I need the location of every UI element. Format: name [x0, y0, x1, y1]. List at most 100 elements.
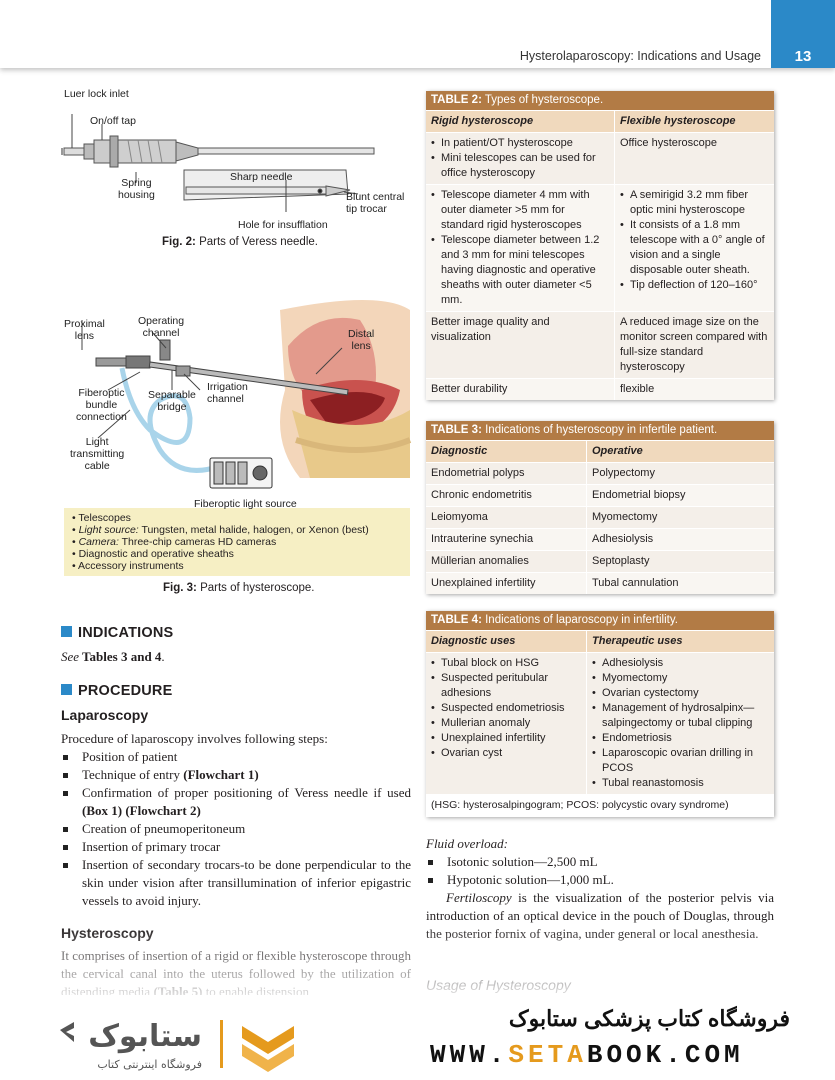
label-spring-housing: Spring housing	[118, 177, 155, 201]
table-3-title: TABLE 3: Indications of hysteroscopy in …	[426, 421, 774, 440]
table-cell: Leiomyoma	[431, 511, 488, 523]
table-cell: Myomectomy	[586, 507, 774, 528]
section-marker	[61, 684, 72, 695]
table-header-row: Diagnostic uses Therapeutic uses	[426, 630, 774, 652]
page-header-bar	[0, 0, 835, 68]
table-cell: Telescope diameter 4 mm with outer diame…	[426, 185, 614, 311]
table-cell-bullet: Adhesiolysis	[592, 656, 769, 671]
table-header-cell: Diagnostic	[431, 445, 488, 457]
table-header-row: Diagnostic Operative	[426, 440, 774, 462]
table-row: Intrauterine synechia Adhesiolysis	[426, 528, 774, 550]
fig3-list-item: • Telescopes	[72, 512, 131, 524]
table-row: Leiomyoma Myomectomy	[426, 506, 774, 528]
table-cell: Müllerian anomalies	[431, 555, 529, 567]
table-4-footnote: (HSG: hysterosalpingogram; PCOS: polycys…	[426, 794, 774, 817]
table-cell-bullet: Suspected endometriosis	[431, 701, 581, 716]
advert-persian-text: فروشگاه کتاب پزشکی ستابوک	[508, 1006, 790, 1031]
table-row: In patient/OT hysteroscope Mini telescop…	[426, 132, 774, 184]
table-cell: Polypectomy	[586, 463, 774, 484]
table-cell-bullet: A semirigid 3.2 mm fiber optic mini hyst…	[620, 188, 769, 218]
figure-veress-needle: Luer lock inlet On/off tap Spring housin…	[58, 84, 418, 234]
label-hole-for-insufflation: Hole for insufflation	[238, 219, 328, 231]
procedure-heading: PROCEDURE	[61, 683, 172, 699]
label-luer-lock-inlet: Luer lock inlet	[64, 88, 129, 100]
table-cell: Chronic endometritis	[431, 489, 532, 501]
table-cell: Intrauterine synechia	[431, 533, 534, 545]
table-cell: Office hysteroscope	[614, 133, 774, 184]
hysteroscope-drawing	[64, 300, 412, 576]
table-cell-bullet: Laparoscopic ovarian drilling in PCOS	[592, 746, 769, 776]
list-item: Isotonic solution—2,500 mL	[426, 853, 774, 871]
table-cell-bullet: Unexplained infertility	[431, 731, 581, 746]
table-3-hysteroscopy-indications: TABLE 3: Indications of hysteroscopy in …	[426, 421, 774, 594]
setabook-logo: ستابوک فروشگاه اینترنتی کتاب	[52, 1012, 352, 1077]
hysteroscopy-heading: Hysteroscopy	[61, 925, 154, 941]
table-cell-bullet: Tubal reanastomosis	[592, 776, 769, 791]
fertiloscopy-paragraph: Fertiloscopy is the visualization of the…	[426, 890, 774, 941]
table-cell: Tubal block on HSG Suspected peritubular…	[426, 653, 586, 794]
table-header-row: Rigid hysteroscope Flexible hysteroscope	[426, 110, 774, 132]
table-cell-bullet: Tubal block on HSG	[431, 656, 581, 671]
table-cell-bullet: Tip deflection of 120–160°	[620, 278, 769, 293]
table-cell: Better image quality and visualization	[431, 316, 550, 343]
table-cell: Endometrial polyps	[431, 467, 525, 479]
fig2-caption: Fig. 2: Parts of Veress needle.	[162, 236, 318, 248]
label-blunt-tip-trocar: Blunt central tip trocar	[346, 191, 405, 215]
advert-banner	[0, 995, 835, 1080]
fig3-list-item: • Accessory instruments	[72, 560, 184, 572]
table-header-cell: Therapeutic uses	[586, 631, 774, 652]
page-number: 13	[771, 0, 835, 68]
table-cell-bullet: Management of hydrosalpinx—salpingectomy…	[592, 701, 769, 731]
fig3-equipment-list: • Telescopes • Light source: Tungsten, m…	[72, 512, 369, 572]
label-sharp-needle: Sharp needle	[230, 171, 293, 183]
list-item: Position of patient	[61, 748, 411, 766]
table-cell-bullet: In patient/OT hysteroscope	[431, 136, 609, 151]
logo-wordmark: ستابوک	[88, 1019, 202, 1054]
table-cell: A semirigid 3.2 mm fiber optic mini hyst…	[614, 185, 774, 311]
label-proximal-lens: Proximal lens	[64, 318, 105, 342]
table-header-cell: Rigid hysteroscope	[431, 115, 534, 127]
advert-url[interactable]: WWW.SETABOOK.COM	[430, 1040, 744, 1070]
label-fiberoptic-bundle: Fiberoptic bundle connection	[76, 387, 127, 423]
fig3-list-item: • Light source: Tungsten, metal halide, …	[72, 524, 369, 536]
setabook-logo-mark: ستابوک فروشگاه اینترنتی کتاب	[60, 1019, 294, 1072]
running-title: Hysterolaparoscopy: Indications and Usag…	[519, 49, 761, 63]
table-4-title: TABLE 4: Indications of laparoscopy in i…	[426, 611, 774, 630]
table-row: Chronic endometritis Endometrial biopsy	[426, 484, 774, 506]
table-row: Better image quality and visualization A…	[426, 311, 774, 378]
table-cell: flexible	[614, 379, 774, 400]
table-row: Telescope diameter 4 mm with outer diame…	[426, 184, 774, 311]
figure-hysteroscope: Proximal lens Operating channel Distal l…	[60, 290, 412, 578]
table-cell-bullet: Ovarian cyst	[431, 746, 581, 761]
table-cell-bullet: Suspected peritubular adhesions	[431, 671, 581, 701]
table-header-cell: Operative	[586, 441, 774, 462]
table-cell: Adhesiolysis	[586, 529, 774, 550]
table-2-title: TABLE 2: Types of hysteroscope.	[426, 91, 774, 110]
table-4-laparoscopy-indications: TABLE 4: Indications of laparoscopy in i…	[426, 611, 774, 817]
table-cell: Tubal cannulation	[586, 573, 774, 594]
table-cell-bullet: Mullerian anomaly	[431, 716, 581, 731]
indications-text: See Tables 3 and 4.	[61, 649, 165, 664]
fig3-caption: Fig. 3: Parts of hysteroscope.	[163, 582, 315, 594]
table-cell-bullet: Myomectomy	[592, 671, 769, 686]
laparoscopy-steps: Position of patient Technique of entry (…	[61, 748, 411, 910]
table-header-cell: Diagnostic uses	[431, 635, 516, 647]
list-item: Hypotonic solution—1,000 mL.	[426, 871, 774, 889]
fluid-overload-heading: Fluid overload:	[426, 836, 508, 851]
table-cell-bullet: Telescope diameter 4 mm with outer diame…	[431, 188, 609, 233]
table-cell-bullet: Ovarian cystectomy	[592, 686, 769, 701]
table-cell: In patient/OT hysteroscope Mini telescop…	[426, 133, 614, 184]
laparoscopy-heading: Laparoscopy	[61, 707, 149, 723]
veress-needle-drawing	[61, 114, 375, 212]
table-cell: Endometrial biopsy	[586, 485, 774, 506]
table-cell-bullet: Mini telescopes can be used for office h…	[431, 151, 609, 181]
table-cell: Better durability	[431, 383, 508, 395]
table-cell: Unexplained infertility	[431, 577, 536, 589]
label-separable-bridge: Separable bridge	[148, 389, 196, 413]
label-light-cable: Light transmitting cable	[70, 436, 125, 472]
label-distal-lens: Distal lens	[348, 328, 375, 352]
label-irrigation-channel: Irrigation channel	[207, 381, 248, 405]
list-item: Insertion of secondary trocars-to be don…	[61, 856, 411, 910]
list-item: Technique of entry (Flowchart 1)	[61, 766, 411, 784]
usage-of-hysteroscopy-heading: Usage of Hysteroscopy	[426, 977, 571, 993]
